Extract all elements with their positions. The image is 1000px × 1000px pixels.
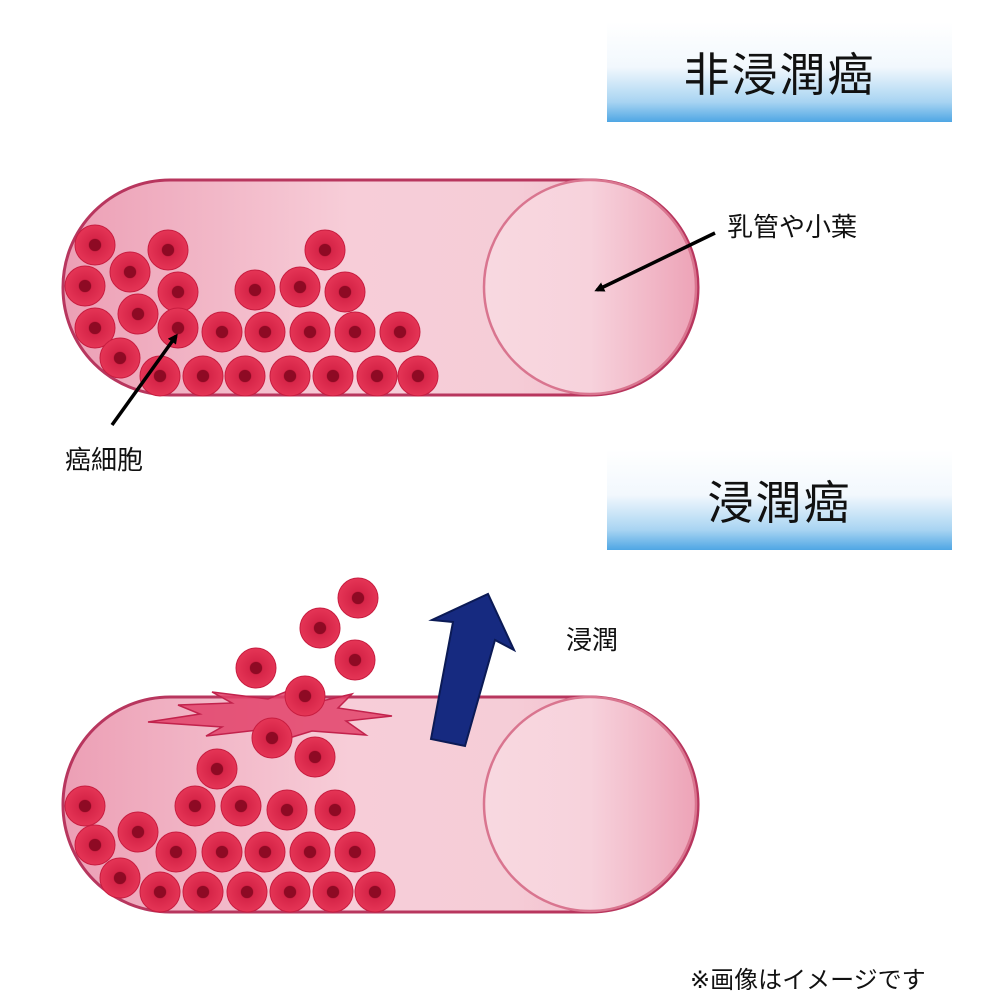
label-invasion: 浸潤 <box>566 626 619 656</box>
cell-nucleus <box>327 370 339 382</box>
cell-nucleus <box>371 370 383 382</box>
cell-nucleus <box>250 662 262 674</box>
cell-nucleus <box>319 244 331 256</box>
cells-bottom <box>64 717 396 913</box>
cell-nucleus <box>235 800 247 812</box>
cell-nucleus <box>89 239 101 251</box>
cell-nucleus <box>281 804 293 816</box>
cell-nucleus <box>339 286 351 298</box>
cell-nucleus <box>211 763 223 775</box>
cells-top <box>64 224 439 397</box>
cell-nucleus <box>327 886 339 898</box>
cell-nucleus <box>369 886 381 898</box>
cell-nucleus <box>154 886 166 898</box>
cell-nucleus <box>162 244 174 256</box>
label-duct: 乳管や小葉 <box>727 213 858 243</box>
cell-nucleus <box>189 800 201 812</box>
cell-nucleus <box>314 622 326 634</box>
cell-nucleus <box>170 846 182 858</box>
cell-nucleus <box>197 370 209 382</box>
title-non-invasive: 非浸潤癌 <box>607 22 952 122</box>
title-invasive: 浸潤癌 <box>607 450 952 550</box>
label-cancer-cell: 癌細胞 <box>65 446 144 476</box>
cell-nucleus <box>197 886 209 898</box>
cell-nucleus <box>304 326 316 338</box>
cell-nucleus <box>114 872 126 884</box>
cell-nucleus <box>284 886 296 898</box>
cell-nucleus <box>216 846 228 858</box>
cell-nucleus <box>241 886 253 898</box>
cell-nucleus <box>394 326 406 338</box>
cell-nucleus <box>239 370 251 382</box>
cell-nucleus <box>154 370 166 382</box>
cell-nucleus <box>124 266 136 278</box>
note-image-disclaimer: ※画像はイメージです <box>690 966 926 994</box>
cell-nucleus <box>304 846 316 858</box>
cell-nucleus <box>259 846 271 858</box>
cell-nucleus <box>132 826 144 838</box>
cell-nucleus <box>299 690 311 702</box>
cell-nucleus <box>89 322 101 334</box>
cell-nucleus <box>114 352 126 364</box>
cell-nucleus <box>309 751 321 763</box>
cell-nucleus <box>349 846 361 858</box>
cell-nucleus <box>284 370 296 382</box>
cell-nucleus <box>352 592 364 604</box>
cell-nucleus <box>249 284 261 296</box>
cell-nucleus <box>329 804 341 816</box>
pointer-arrow-icon <box>594 231 716 292</box>
cell-nucleus <box>79 280 91 292</box>
cell-nucleus <box>172 322 184 334</box>
cell-nucleus <box>89 839 101 851</box>
cell-nucleus <box>259 326 271 338</box>
cell-nucleus <box>349 654 361 666</box>
cell-nucleus <box>349 326 361 338</box>
invasion-arrow-icon <box>428 592 517 748</box>
cell-nucleus <box>216 326 228 338</box>
pointer-arrow-icon <box>110 333 178 427</box>
cell-nucleus <box>294 281 306 293</box>
cell-nucleus <box>412 370 424 382</box>
cell-nucleus <box>266 732 278 744</box>
cell-nucleus <box>132 308 144 320</box>
cell-nucleus <box>172 286 184 298</box>
cell-nucleus <box>79 800 91 812</box>
cells-escaping <box>235 577 379 717</box>
